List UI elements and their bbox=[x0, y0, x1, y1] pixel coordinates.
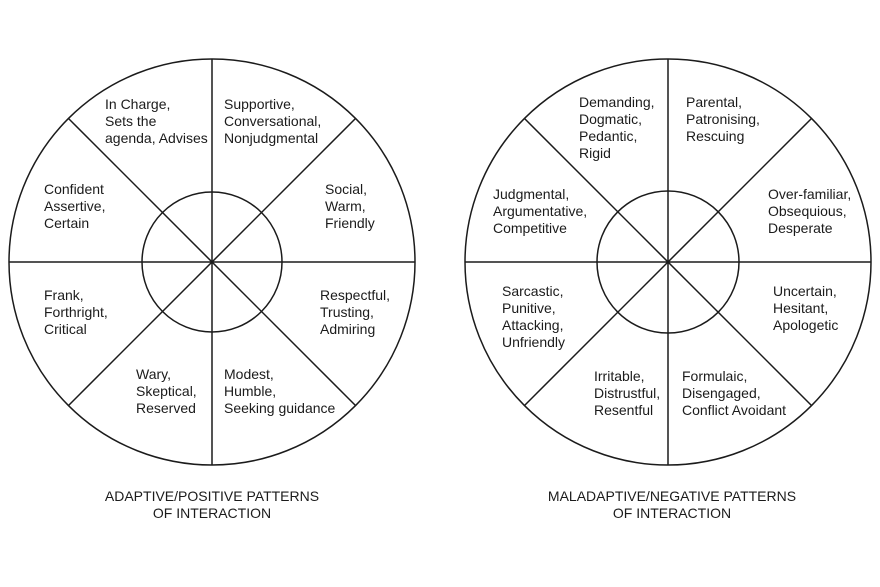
sector-label-social: Social, Warm, Friendly bbox=[325, 181, 375, 231]
sector-label-judgmental: Judgmental, Argumentative, Competitive bbox=[493, 186, 588, 236]
sector-label-supportive: Supportive, Conversational, Nonjudgmenta… bbox=[224, 96, 322, 146]
sector-label-formulaic: Formulaic, Disengaged, Conflict Avoidant bbox=[682, 368, 787, 418]
sector-label-in-charge: In Charge, Sets the agenda, Advises bbox=[105, 96, 208, 146]
sector-label-parental: Parental, Patronising, Rescuing bbox=[686, 94, 760, 144]
sector-label-over-familiar: Over-familiar, Obsequious, Desperate bbox=[768, 186, 852, 236]
sector-label-wary: Wary, Skeptical, Reserved bbox=[136, 366, 197, 416]
adaptive-wheel bbox=[8, 58, 416, 466]
sector-label-irritable: Irritable, Distrustful, Resentful bbox=[594, 368, 661, 418]
sector-label-sarcastic: Sarcastic, Punitive, Attacking, Unfriend… bbox=[502, 283, 566, 350]
maladaptive-wheel-caption: MALADAPTIVE/NEGATIVE PATTERNS OF INTERAC… bbox=[547, 488, 797, 521]
sector-label-frank: Frank, Forthright, Critical bbox=[44, 287, 108, 337]
sector-label-modest: Modest, Humble, Seeking guidance bbox=[224, 366, 336, 416]
adaptive-diagonal-axis-2 bbox=[67, 117, 357, 407]
maladaptive-wheel bbox=[464, 58, 872, 466]
maladaptive-diagonal-axis-2 bbox=[523, 117, 813, 407]
sector-label-confident: Confident Assertive, Certain bbox=[44, 181, 106, 231]
adaptive-wheel-caption: ADAPTIVE/POSITIVE PATTERNS OF INTERACTIO… bbox=[104, 488, 320, 521]
sector-label-demanding: Demanding, Dogmatic, Pedantic, Rigid bbox=[579, 94, 655, 161]
sector-label-uncertain: Uncertain, Hesitant, Apologetic bbox=[773, 283, 839, 333]
sector-label-respectful: Respectful, Trusting, Admiring bbox=[320, 287, 391, 337]
